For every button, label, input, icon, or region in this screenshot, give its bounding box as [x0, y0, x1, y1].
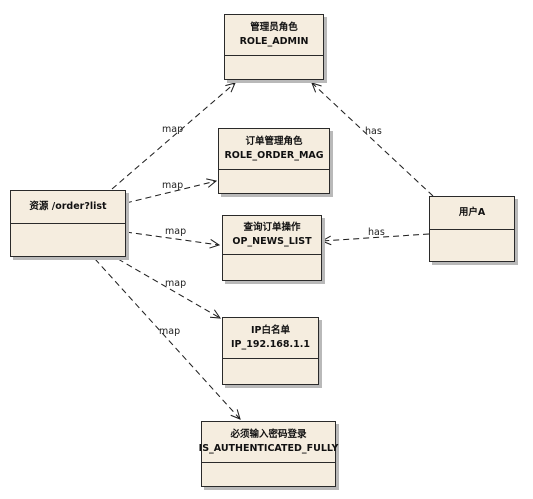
edge-label-has: has	[368, 227, 385, 238]
arrowhead	[311, 82, 322, 93]
node-subtitle: ROLE_ADMIN	[239, 36, 309, 47]
edge-resource-to-role-admin	[111, 82, 236, 190]
node-ip-whitelist[interactable]: IP白名单 IP_192.168.1.1	[222, 317, 319, 385]
node-subtitle: ROLE_ORDER_MAG	[224, 150, 324, 161]
edge-label-map: map	[165, 278, 187, 289]
node-user-a[interactable]: 用户A	[429, 196, 515, 262]
arrowhead	[320, 235, 332, 246]
edge-resource-to-op-news-list	[125, 231, 221, 249]
node-role-order-mag[interactable]: 订单管理角色 ROLE_ORDER_MAG	[218, 128, 330, 194]
node-title: 资源 /order?list	[29, 201, 107, 212]
node-title: 管理员角色	[250, 22, 298, 33]
edge-label-map: map	[165, 226, 187, 237]
node-op-news-list[interactable]: 查询订单操作 OP_NEWS_LIST	[222, 215, 322, 281]
arrowhead	[209, 309, 221, 319]
node-title: 订单管理角色	[245, 136, 303, 147]
node-auth-required[interactable]: 必须输入密码登录 IS_AUTHENTICATED_FULLY	[198, 421, 339, 487]
edge-resource-to-auth-required	[94, 258, 241, 420]
node-subtitle: OP_NEWS_LIST	[232, 236, 312, 247]
arrowhead	[206, 178, 218, 188]
edge-label-map: map	[159, 326, 181, 337]
node-subtitle: IP_192.168.1.1	[231, 339, 310, 350]
arrowhead	[225, 82, 236, 93]
arrowhead	[230, 409, 241, 420]
edge-resource-to-ip-whitelist	[117, 258, 221, 319]
arrowhead	[209, 239, 221, 249]
edge-label-map: map	[162, 180, 184, 191]
edge-label-map: map	[162, 124, 184, 135]
node-title: IP白名单	[251, 325, 290, 336]
node-title: 用户A	[458, 207, 486, 218]
node-title: 必须输入密码登录	[230, 429, 307, 440]
edge-user-a-to-role-admin	[311, 82, 434, 197]
edge-user-a-to-op-news-list	[320, 233, 430, 246]
node-role-admin[interactable]: 管理员角色 ROLE_ADMIN	[224, 14, 324, 80]
edge-resource-to-role-order-mag	[125, 178, 218, 204]
node-resource[interactable]: 资源 /order?list	[10, 190, 126, 257]
node-title: 查询订单操作	[243, 222, 301, 233]
node-subtitle: IS_AUTHENTICATED_FULLY	[198, 443, 339, 454]
edge-label-has: has	[365, 126, 382, 137]
